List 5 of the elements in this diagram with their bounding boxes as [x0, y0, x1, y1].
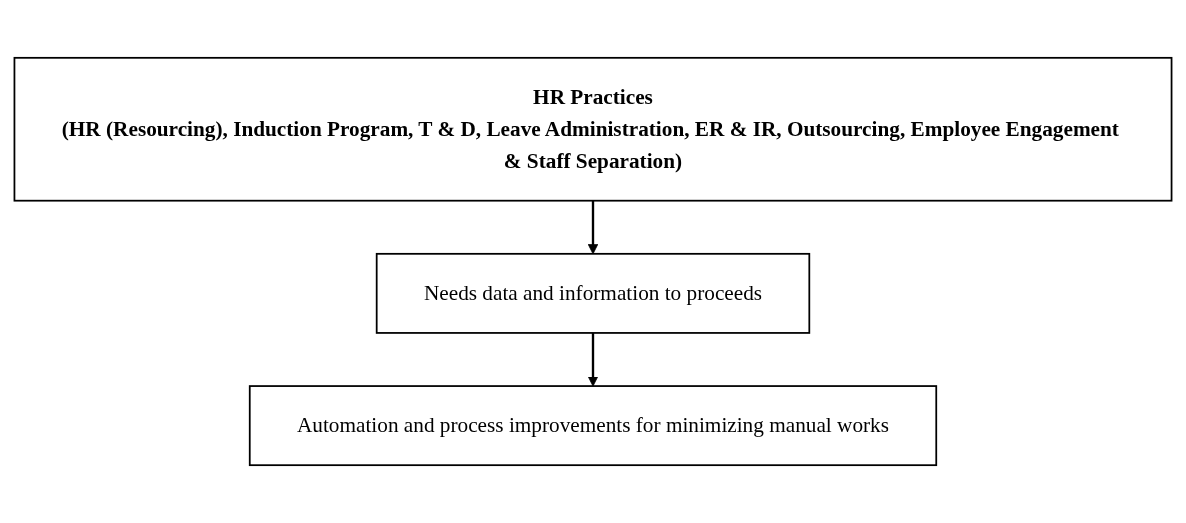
arrow [587, 332, 599, 387]
node-box: Automation and process improvements for minimizing manual works [248, 385, 938, 467]
arrow [587, 200, 599, 255]
node-box: HR Practices (HR (Resourcing), Induction Program, T & D, Leave Administration, ER & IR, Outsourcing, Employee Engagement & Staff Separation) [13, 56, 1173, 202]
node-box: Needs data and information to proceeds [375, 252, 811, 334]
